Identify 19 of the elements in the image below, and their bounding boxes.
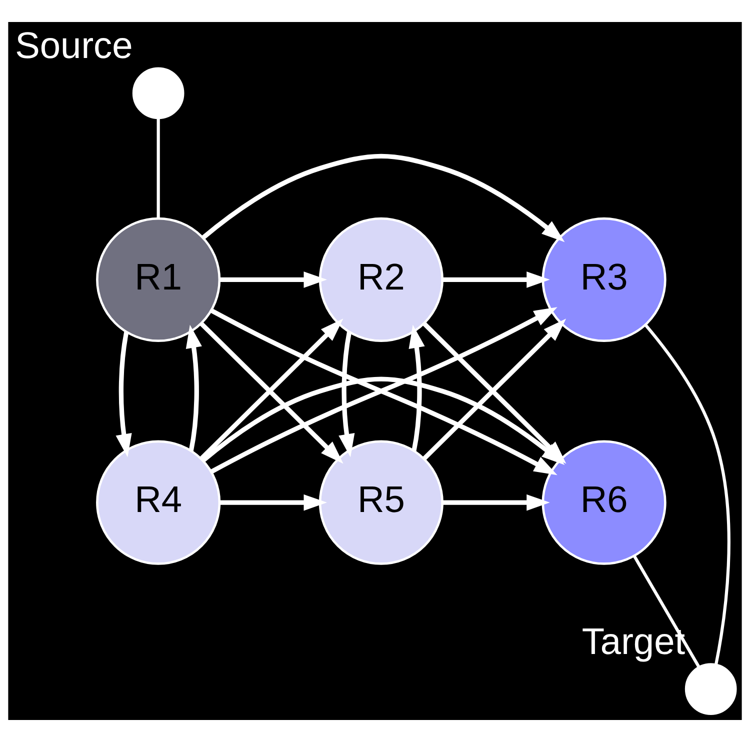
arrow bbox=[220, 494, 328, 511]
arrow bbox=[442, 494, 550, 511]
arrow bbox=[202, 376, 565, 466]
arrow bbox=[186, 324, 202, 452]
connector bbox=[644, 324, 730, 665]
connector bbox=[633, 555, 700, 668]
connector bbox=[156, 118, 160, 219]
arrow bbox=[202, 154, 565, 242]
arrow bbox=[442, 272, 550, 288]
node-circle bbox=[132, 67, 184, 120]
node-label: Target bbox=[582, 620, 686, 662]
node-circle bbox=[684, 663, 737, 715]
node-label: Source bbox=[15, 24, 133, 66]
node-circle: R4 bbox=[96, 440, 221, 565]
arrow bbox=[220, 272, 328, 288]
node-circle: R1 bbox=[96, 217, 221, 342]
arrow bbox=[338, 332, 355, 458]
arrow bbox=[116, 332, 132, 458]
arrow bbox=[408, 324, 425, 452]
